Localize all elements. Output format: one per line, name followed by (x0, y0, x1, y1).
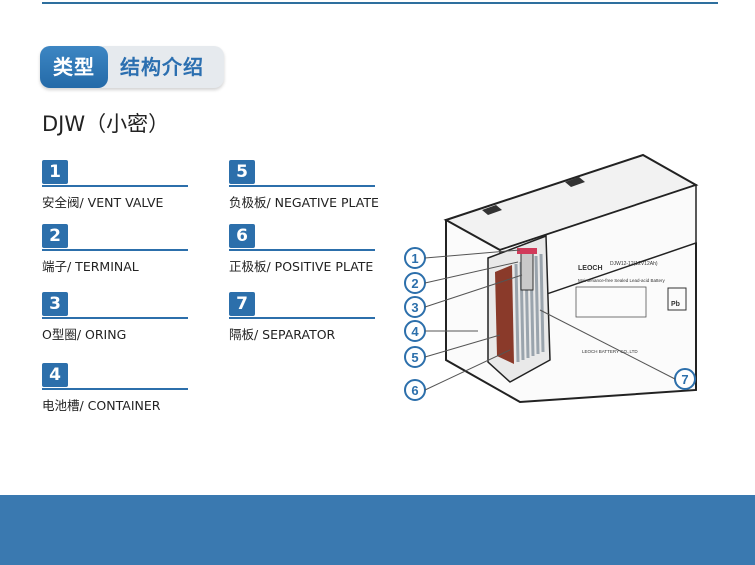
part-rule (229, 317, 375, 319)
part-label: 安全阀/ VENT VALVE (42, 195, 164, 210)
callout-3: 3 (411, 300, 418, 315)
callout-1: 1 (411, 251, 418, 266)
part-number: 7 (229, 292, 255, 316)
part-number: 4 (42, 363, 68, 387)
section-tag: 类型 结构介绍 (40, 46, 224, 88)
structure-title: 结构介绍 (120, 55, 204, 79)
battery-cutaway-diagram: 1 2 3 4 5 6 7 LEOCH DJW12-12(12V12Ah) Ma… (404, 153, 699, 404)
model-title: DJW（小密） (42, 112, 170, 136)
terminal-tab (482, 205, 502, 215)
part-number: 5 (229, 160, 255, 184)
label-pb: Pb (671, 301, 680, 308)
label-footer: LEOCH BATTERY CO.,LTD (582, 349, 638, 354)
part-rule (42, 317, 188, 319)
part-label: 隔板/ SEPARATOR (229, 327, 336, 342)
label-subtitle: Maintenance-free Sealed Lead-acid Batter… (578, 278, 666, 283)
terminal-post (520, 249, 534, 291)
callout-6: 6 (411, 383, 418, 398)
type-badge: 类型 (40, 46, 108, 88)
part-rule (42, 388, 188, 390)
part-label: 端子/ TERMINAL (42, 259, 139, 274)
callout-4: 4 (411, 324, 419, 339)
part-label: O型圈/ ORING (42, 327, 127, 342)
callout-5: 5 (411, 350, 418, 365)
part-label: 正极板/ POSITIVE PLATE (229, 259, 374, 274)
part-rule (229, 185, 375, 187)
part-number: 2 (42, 224, 68, 248)
callout-2: 2 (411, 276, 418, 291)
part-label: 负极板/ NEGATIVE PLATE (229, 195, 379, 210)
label-model: DJW12-12(12V12Ah) (610, 261, 658, 267)
label-brand: LEOCH (578, 265, 603, 272)
part-number: 6 (229, 224, 255, 248)
part-rule (42, 249, 188, 251)
part-number: 1 (42, 160, 68, 184)
part-number: 3 (42, 292, 68, 316)
plate-dark (495, 265, 514, 364)
top-rule (42, 2, 718, 4)
callout-7: 7 (681, 372, 688, 387)
part-rule (42, 185, 188, 187)
part-label: 电池槽/ CONTAINER (42, 398, 161, 413)
part-rule (229, 249, 375, 251)
footer-band (0, 495, 755, 565)
